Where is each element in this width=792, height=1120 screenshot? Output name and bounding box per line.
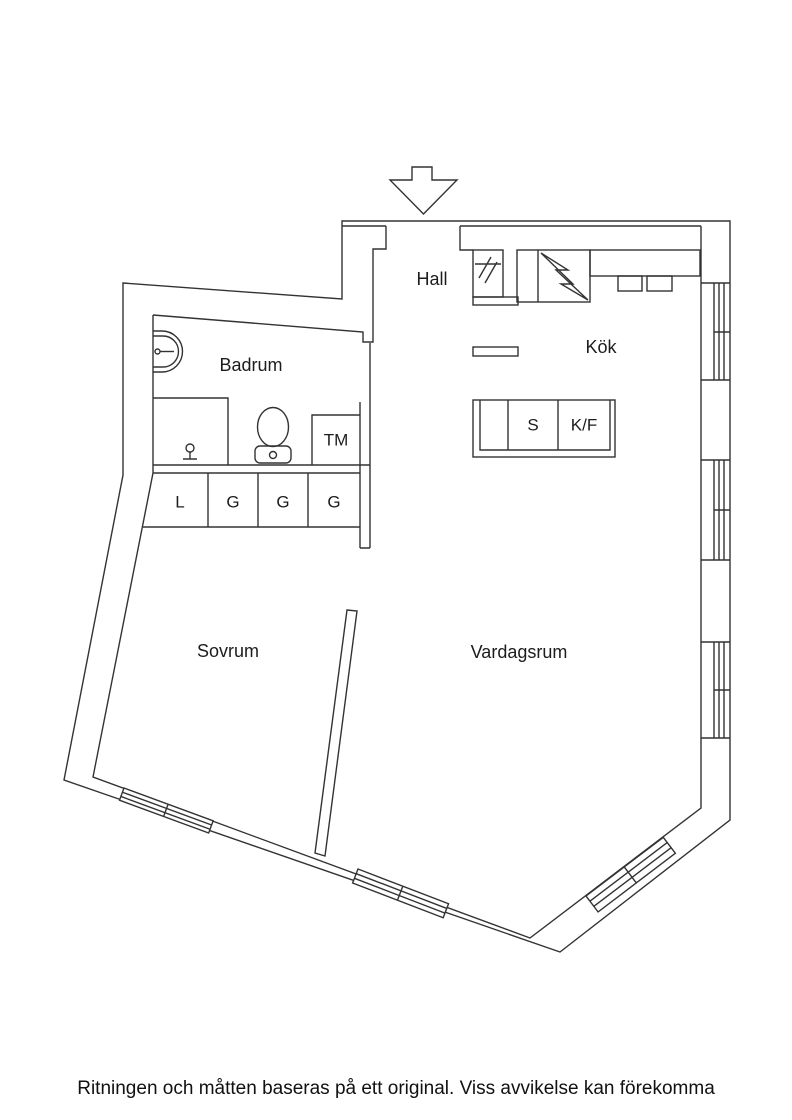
room-label-kitchen: Kök	[585, 337, 617, 357]
wardrobe-rail-icon	[475, 256, 501, 284]
window-3	[701, 641, 730, 739]
apartment-outline	[63, 220, 731, 953]
room-label-hall: Hall	[416, 269, 448, 289]
window-6	[585, 836, 677, 913]
label-closet-g1: G	[226, 492, 240, 512]
stove-icon	[540, 252, 589, 301]
disclaimer-caption: Ritningen och måtten baseras på ett orig…	[77, 1078, 715, 1099]
label-closet-g2: G	[276, 492, 290, 512]
window-5	[351, 868, 450, 919]
room-label-living-room: Vardagsrum	[470, 642, 568, 662]
label-fridge-freezer: K/F	[570, 415, 598, 435]
window-4	[118, 787, 215, 834]
label-closet-g3: G	[327, 492, 341, 512]
bathroom-sink-icon	[153, 330, 184, 373]
washing-machine-box	[311, 414, 360, 465]
kitchen-island	[472, 399, 616, 458]
entrance-arrow-icon	[388, 166, 459, 215]
toilet-icon	[254, 406, 292, 464]
kitchen-counter	[516, 249, 701, 303]
label-washing-machine: TM	[323, 430, 349, 450]
window-2	[701, 459, 730, 561]
hall-wardrobe	[472, 249, 519, 357]
interior-walls	[92, 225, 702, 939]
label-pantry: S	[527, 415, 539, 435]
label-closet-l: L	[175, 492, 185, 512]
window-1	[701, 282, 730, 381]
room-label-bedroom: Sovrum	[196, 641, 260, 661]
separator-wall	[314, 609, 358, 857]
floor-drain-icon	[183, 443, 197, 460]
room-label-bathroom: Badrum	[219, 355, 283, 375]
